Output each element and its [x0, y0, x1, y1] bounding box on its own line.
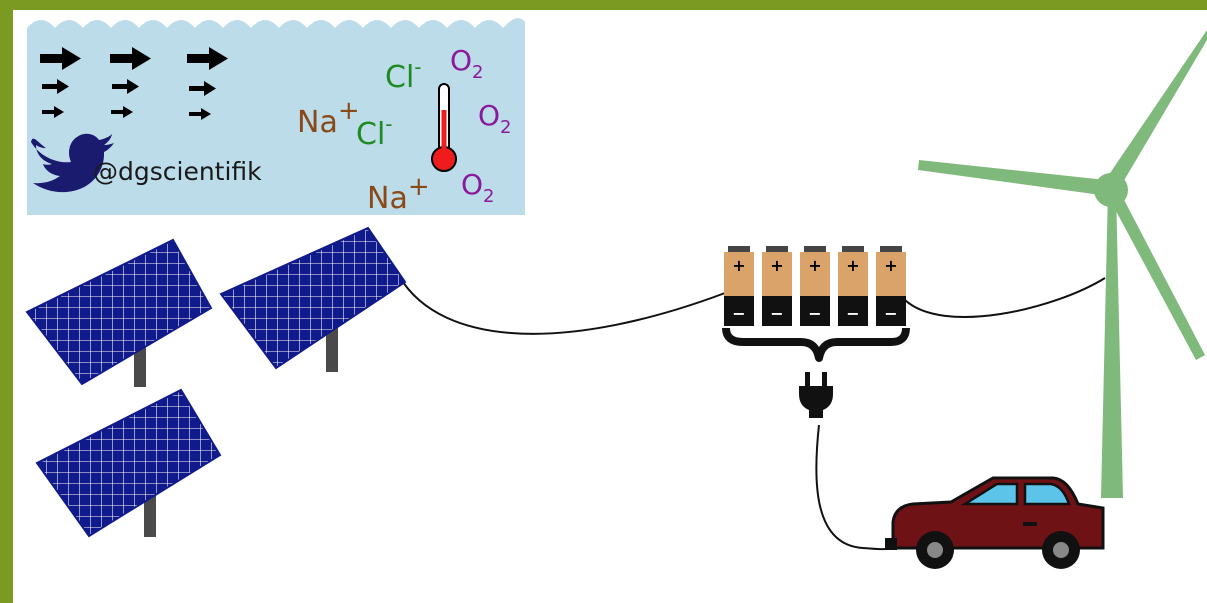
- svg-text:+: +: [732, 256, 745, 275]
- current-arrow-icon: [189, 108, 211, 120]
- thermometer-icon: [431, 83, 457, 172]
- svg-text:+: +: [846, 256, 859, 275]
- current-arrow-icon: [187, 47, 228, 70]
- svg-text:−: −: [770, 304, 783, 323]
- diagram-canvas: @dgscientifik Cl- Na+ Cl- Na+ O2 O2 O2: [13, 10, 1207, 603]
- current-arrow-icon: [189, 81, 216, 96]
- battery-icon: + −: [838, 246, 868, 326]
- turbine-hub: [1094, 173, 1128, 207]
- current-arrow-icon: [40, 47, 81, 70]
- svg-text:+: +: [884, 256, 897, 275]
- car-door-handle: [1023, 522, 1037, 526]
- ocean-panel: @dgscientifik Cl- Na+ Cl- Na+ O2 O2 O2: [27, 18, 525, 216]
- battery-icon: + −: [876, 246, 906, 326]
- solar-to-battery-wire: [398, 275, 726, 335]
- solar-panel-icon: [219, 226, 407, 372]
- car-icon: [885, 476, 1105, 569]
- ion-sodium: Na+: [367, 172, 430, 216]
- plug-to-car-wire: [815, 424, 892, 551]
- battery-icon: + −: [724, 246, 754, 326]
- current-arrow-icon: [42, 106, 64, 118]
- battery-icon: + −: [762, 246, 792, 326]
- turbine-blade: [918, 160, 1108, 196]
- current-arrow-icon: [111, 106, 133, 118]
- car-window-rear: [1023, 482, 1071, 506]
- oxygen-molecule: O2: [461, 168, 495, 207]
- oxygen-molecule: O2: [450, 44, 484, 83]
- turbine-tower: [1101, 190, 1123, 498]
- svg-text:−: −: [884, 304, 897, 323]
- ion-chloride: Cl-: [385, 55, 422, 95]
- battery-icon: + −: [800, 246, 830, 326]
- car-hubcap: [1053, 542, 1069, 558]
- water-background: [27, 18, 525, 216]
- ion-sodium: Na+: [297, 96, 360, 140]
- current-arrows: [40, 47, 228, 120]
- current-arrow-icon: [110, 47, 151, 70]
- battery-to-turbine-wire: [904, 277, 1106, 318]
- solar-panel-face: [25, 238, 213, 386]
- diagram-svg: @dgscientifik Cl- Na+ Cl- Na+ O2 O2 O2: [25, 18, 1207, 569]
- ion-chloride: Cl-: [356, 112, 393, 152]
- svg-text:−: −: [732, 304, 745, 323]
- svg-text:−: −: [846, 304, 859, 323]
- turbine-blade: [1109, 194, 1205, 360]
- turbine-blade: [1104, 30, 1207, 194]
- twitter-handle: @dgscientifik: [93, 157, 262, 186]
- car-hubcap: [927, 542, 943, 558]
- car-window-front: [960, 482, 1019, 506]
- battery-brace: [722, 327, 910, 362]
- solar-panel-face: [219, 226, 407, 370]
- current-arrow-icon: [42, 79, 69, 94]
- solar-panel-icon: [35, 388, 222, 538]
- current-arrow-icon: [112, 79, 139, 94]
- car-bumper: [885, 538, 897, 550]
- solar-panel-face: [35, 388, 222, 538]
- solar-panel-icon: [25, 238, 213, 387]
- svg-text:+: +: [770, 256, 783, 275]
- wires: [398, 275, 1106, 551]
- wind-turbine-icon: [918, 30, 1207, 498]
- svg-text:−: −: [808, 304, 821, 323]
- svg-text:+: +: [808, 256, 821, 275]
- solar-array: [25, 226, 407, 538]
- twitter-bird-icon: [31, 133, 114, 193]
- battery-pack: + − + − + − + − + −: [722, 246, 910, 362]
- plug-icon: [799, 372, 833, 418]
- oxygen-molecule: O2: [478, 99, 512, 138]
